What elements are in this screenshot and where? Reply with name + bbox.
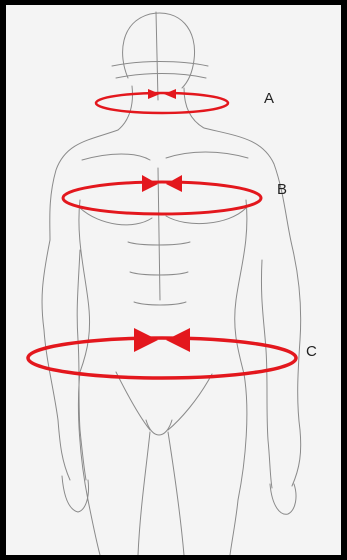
diagram-canvas xyxy=(6,5,341,555)
ring-markers xyxy=(134,89,190,352)
right-hand xyxy=(270,484,296,514)
inner-leg-right xyxy=(168,432,184,555)
neck-left xyxy=(118,86,132,130)
right-arm-inner xyxy=(261,260,272,488)
waist-marker-icon xyxy=(166,328,190,352)
clavicle-right xyxy=(166,152,248,158)
hip-right xyxy=(230,374,247,555)
left-arm-inner xyxy=(77,250,86,480)
groin-right xyxy=(168,374,212,430)
label-b: B xyxy=(277,181,287,198)
neck-ring xyxy=(96,93,228,113)
inner-leg-left xyxy=(138,432,150,555)
chest-ring xyxy=(63,182,261,214)
waist-ring xyxy=(28,338,296,378)
neck-marker-icon xyxy=(164,89,176,99)
face-center-line xyxy=(156,12,158,100)
chest-marker-icon xyxy=(166,175,182,192)
head-outline xyxy=(123,13,195,88)
clavicle-left xyxy=(82,154,150,160)
hip-left xyxy=(78,372,100,555)
left-arm-outer xyxy=(42,240,70,480)
measurement-rings xyxy=(28,93,296,378)
label-c: C xyxy=(306,343,317,360)
headband-line-2 xyxy=(116,74,206,79)
torso-left xyxy=(79,200,90,372)
sternum xyxy=(158,168,160,300)
torso-right xyxy=(235,200,247,374)
waist-marker-icon xyxy=(134,328,158,352)
label-a: A xyxy=(264,90,274,107)
groin-left xyxy=(116,372,150,430)
body-sketch xyxy=(6,5,341,555)
right-arm-outer xyxy=(292,246,301,486)
chest-marker-icon xyxy=(142,175,158,192)
